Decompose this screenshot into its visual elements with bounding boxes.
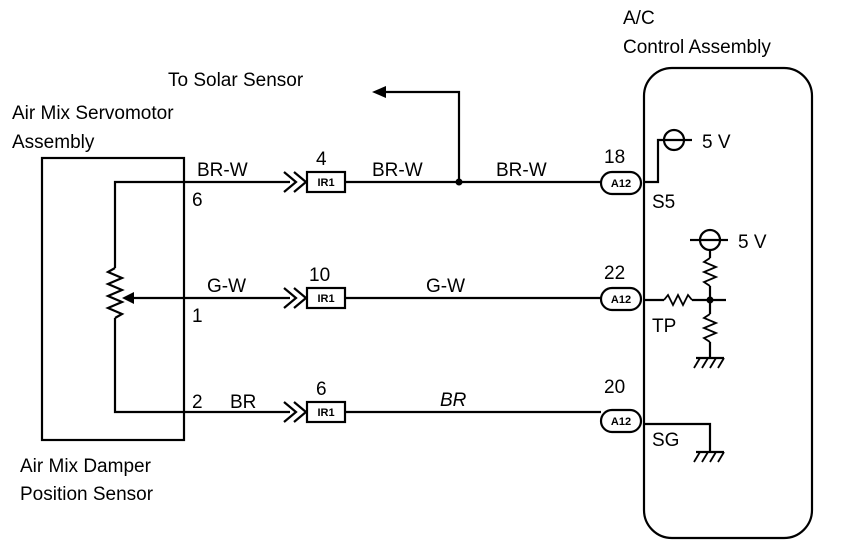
resistor-symbol <box>701 257 719 287</box>
ac-connector-label: A12 <box>611 416 631 428</box>
wire-color-mid: BR-W <box>372 160 423 181</box>
ir-pin-number: 6 <box>316 379 327 400</box>
solar-sensor-branch: To Solar Sensor <box>168 70 463 186</box>
ac-connector-label: A12 <box>611 294 631 306</box>
sensor-pin-number: 1 <box>192 306 203 327</box>
circuit-row-br-w: 6 BR-W 4 IR1 BR-W BR-W 18 A12 S5 <box>184 147 675 213</box>
terminal-label: S5 <box>652 192 675 213</box>
wire-color-mid: BR <box>440 390 467 411</box>
a12-connector-box <box>599 170 643 196</box>
sensor-title-line2: Position Sensor <box>20 484 154 505</box>
solar-sensor-label: To Solar Sensor <box>168 70 304 91</box>
tp-voltage-label: 5 V <box>738 232 767 253</box>
resistor-symbol <box>701 313 719 343</box>
circuit-row-br: 2 BR 6 IR1 BR 20 A12 SG <box>184 377 679 451</box>
ir-connector-label: IR1 <box>317 177 334 189</box>
terminal-label: TP <box>652 316 676 337</box>
resistor-symbol <box>663 292 693 308</box>
ac-control-title-line2: Control Assembly <box>623 37 771 58</box>
sensor-pin-number: 2 <box>192 392 203 413</box>
servomotor-title-line2: Assembly <box>12 132 95 153</box>
servomotor-title-line1: Air Mix Servomotor <box>12 103 174 124</box>
wire-color-mid: G-W <box>426 276 465 297</box>
connector-chevron-icon <box>283 171 298 193</box>
s5-voltage-label: 5 V <box>702 132 731 153</box>
ac-pin-number: 20 <box>604 377 625 398</box>
terminal-label: SG <box>652 430 679 451</box>
wire-color-right: BR-W <box>496 160 547 181</box>
ac-control-assembly-box <box>642 66 814 540</box>
ir-connector-label: IR1 <box>317 407 334 419</box>
ir-connector-label: IR1 <box>317 293 334 305</box>
ir-pin-number: 10 <box>309 265 330 286</box>
wire-color-left: G-W <box>207 276 246 297</box>
tp-resistor-network: 5 V <box>644 228 767 369</box>
arrow-left-icon <box>372 86 386 98</box>
sensor-pin-number: 6 <box>192 190 203 211</box>
sensor-title-line1: Air Mix Damper <box>20 456 152 477</box>
a12-connector-box <box>599 408 643 434</box>
wiper-arrow-icon <box>122 292 134 304</box>
ac-control-title-line1: A/C <box>623 8 655 29</box>
ir-pin-number: 4 <box>316 149 327 170</box>
wire-color-left: BR-W <box>197 160 248 181</box>
ground-icon <box>693 356 725 369</box>
ac-pin-number: 18 <box>604 147 625 168</box>
ground-icon <box>693 450 725 463</box>
wire-color-left: BR <box>230 392 256 413</box>
s5-voltage-source: 5 V <box>644 128 731 184</box>
connector-chevron-icon <box>283 287 298 309</box>
potentiometer-symbol <box>105 180 184 414</box>
ac-pin-number: 22 <box>604 263 625 284</box>
ac-connector-label: A12 <box>611 178 631 190</box>
circuit-row-g-w: 1 G-W 10 IR1 G-W 22 A12 TP <box>184 263 676 337</box>
sg-ground <box>644 422 725 463</box>
connector-chevron-icon <box>283 401 298 423</box>
a12-connector-box <box>599 286 643 312</box>
